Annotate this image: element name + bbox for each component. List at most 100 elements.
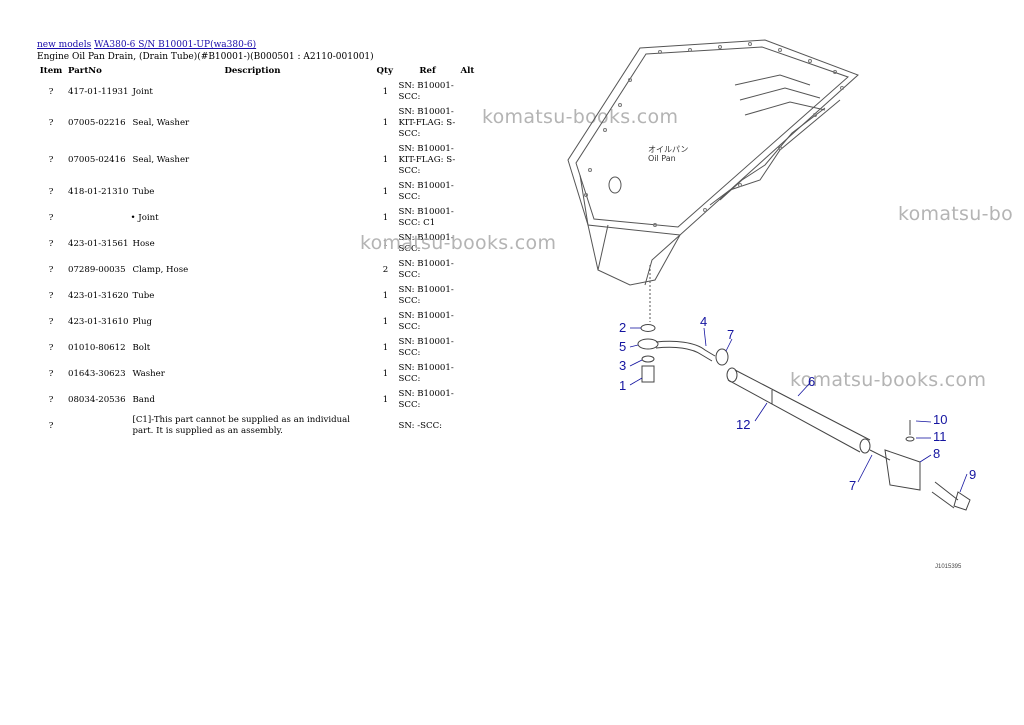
cell-ref: SN: B10001-KIT-FLAG: S-SCC: [398,144,456,176]
cell-qty: 1 [382,155,389,165]
table-row: ? • Joint 1 SN: B10001-SCC: C1 [36,205,476,231]
cell-item: ? [48,155,54,165]
cell-item: ? [48,264,54,275]
col-header-qty: Qty [376,66,393,76]
callout-12: 12 [736,417,750,432]
cell-item: ? [48,238,54,249]
cell-alt [458,142,476,179]
callout-4: 4 [700,314,707,329]
cell-qty: 1 [382,238,389,249]
cell-ref: SN: B10001-SCC: [398,233,454,254]
cell-partno [66,413,130,439]
cell-alt [458,79,476,105]
callout-leaders [629,327,968,493]
cell-description: • Joint [130,212,159,223]
cell-alt [458,257,476,283]
cell-ref: SN: B10001-SCC: [398,259,454,280]
cell-description: Bolt [132,342,151,353]
cell-description: Joint [132,86,153,97]
cell-qty: 1 [382,86,389,97]
figure-reference: J1015395 [935,564,962,570]
callout-2: 2 [619,320,626,335]
cell-alt [458,105,476,142]
cell-description: [C1]-This part cannot be supplied as an … [132,415,351,436]
col-header-description: Description [224,66,281,76]
cell-ref: SN: B10001-SCC: [398,337,454,358]
cell-item: ? [48,368,54,379]
cell-alt [458,205,476,231]
callout-9: 9 [969,467,976,482]
breadcrumb-link-new-models[interactable]: new models [37,40,92,50]
cell-alt [458,179,476,205]
cell-item: ? [48,316,54,327]
table-row: ? 01010-80612 Bolt 1 SN: B10001-SCC: [36,335,476,361]
cell-item: ? [48,118,54,128]
drain-assembly [637,324,971,511]
callout-7a: 7 [727,327,734,342]
cell-qty: 1 [382,316,389,327]
cell-ref: SN: B10001-SCC: [398,389,454,410]
cell-alt [458,413,476,439]
cell-partno: 07005-02216 [68,118,126,128]
cell-qty: 1 [382,342,389,353]
cell-description: Tube [132,186,155,197]
cell-alt [458,361,476,387]
col-header-partno: PartNo [68,66,102,76]
cell-item: ? [48,420,54,431]
breadcrumb-link-model[interactable]: WA380-6 S/N B10001-UP(wa380-6) [94,40,257,50]
page-subtitle: Engine Oil Pan Drain, (Drain Tube)(#B100… [37,52,374,62]
cell-partno [66,205,130,231]
cell-item: ? [48,394,54,405]
watermark: komatsu-books.com [790,369,987,391]
watermark: komatsu-books.com [482,106,679,128]
cell-qty: 1 [382,290,389,301]
callout-3: 3 [619,358,626,373]
cell-item: ? [48,186,54,197]
callout-10: 10 [933,412,947,427]
cell-item: ? [48,342,54,353]
oil-pan-label-jp: オイルパン [648,145,688,154]
oil-pan-outline [567,39,859,322]
cell-partno: 418-01-21310 [68,186,129,197]
cell-qty: 1 [382,212,389,223]
cell-qty: 1 [382,118,389,128]
cell-description: Clamp, Hose [132,264,189,275]
cell-partno: 423-01-31610 [68,316,129,327]
oil-pan-label-en: Oil Pan [648,154,676,163]
cell-ref: SN: B10001-SCC: C1 [398,207,454,228]
callout-11: 11 [933,429,947,444]
watermark: komatsu-books.com [360,232,557,254]
cell-partno: 417-01-11931 [68,86,129,97]
cell-ref: SN: B10001-SCC: [398,181,454,202]
table-row: ? 07289-00035 Clamp, Hose 2 SN: B10001-SCC: [36,257,476,283]
table-row: ? [C1]-This part cannot be supplied as an… [36,413,476,439]
cell-qty: 2 [382,264,389,275]
cell-qty: 1 [382,368,389,379]
cell-ref: SN: -SCC: [398,420,443,431]
cell-qty [374,413,396,439]
cell-ref: SN: B10001-SCC: [398,285,454,306]
callout-6: 6 [808,374,815,389]
breadcrumb: new models WA380-6 S/N B10001-UP(wa380-6… [37,40,256,50]
cell-description: Tube [132,290,155,301]
cell-ref: SN: B10001-SCC: [398,81,454,102]
callout-5: 5 [619,339,626,354]
cell-partno: 423-01-31620 [68,290,129,301]
cell-item: ? [48,212,54,223]
col-header-alt: Alt [460,66,475,76]
cell-partno: 01010-80612 [68,342,126,353]
cell-ref: SN: B10001-SCC: [398,311,454,332]
col-header-item: Item [39,66,63,76]
table-header-row: Item PartNo Description Qty Ref Alt [36,64,476,79]
cell-description: Seal, Washer [132,118,190,128]
callout-7b: 7 [849,478,856,493]
cell-item: ? [48,290,54,301]
parts-table: Item PartNo Description Qty Ref Alt ? 417… [36,64,476,439]
cell-partno: 07289-00035 [68,264,126,275]
cell-description: Plug [132,316,153,327]
